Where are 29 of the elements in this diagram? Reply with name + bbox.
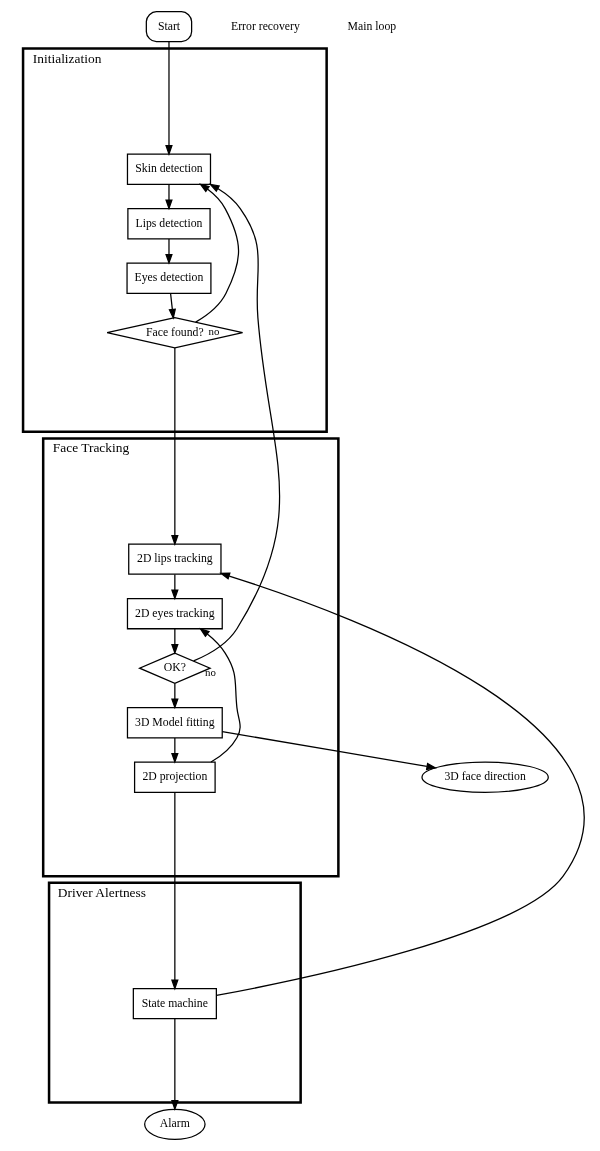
arrow [170, 573, 179, 601]
label: Error recovery [230, 19, 300, 33]
arrow [170, 682, 179, 710]
node-box: Eyes detection [125, 262, 212, 294]
node-box: 2D lips tracking [127, 543, 222, 575]
arrow [170, 347, 179, 546]
arrow [168, 292, 176, 320]
arrow [192, 183, 280, 662]
node-box: Skin detection [126, 153, 211, 185]
arrow [170, 1018, 179, 1111]
arrow [194, 183, 239, 323]
node-box: 2D projection [133, 761, 216, 793]
node-box: 2D eyes tracking [126, 597, 223, 630]
node-box: 3D Model fitting [126, 706, 223, 739]
node-box: State machine [132, 987, 217, 1020]
arrow [221, 730, 437, 771]
arrow [215, 572, 584, 997]
label: Main loop [347, 19, 396, 33]
arrow [170, 737, 179, 764]
arrow [164, 41, 173, 156]
edge-label: no [208, 325, 219, 338]
arrow [164, 238, 173, 265]
arrow [198, 627, 241, 763]
node-ellipse: Alarm [143, 1108, 206, 1141]
arrow [170, 628, 179, 655]
arrow [170, 791, 179, 991]
node-box: Lips detection [126, 208, 211, 240]
node-box: Start [145, 10, 192, 43]
arrow [164, 183, 173, 211]
